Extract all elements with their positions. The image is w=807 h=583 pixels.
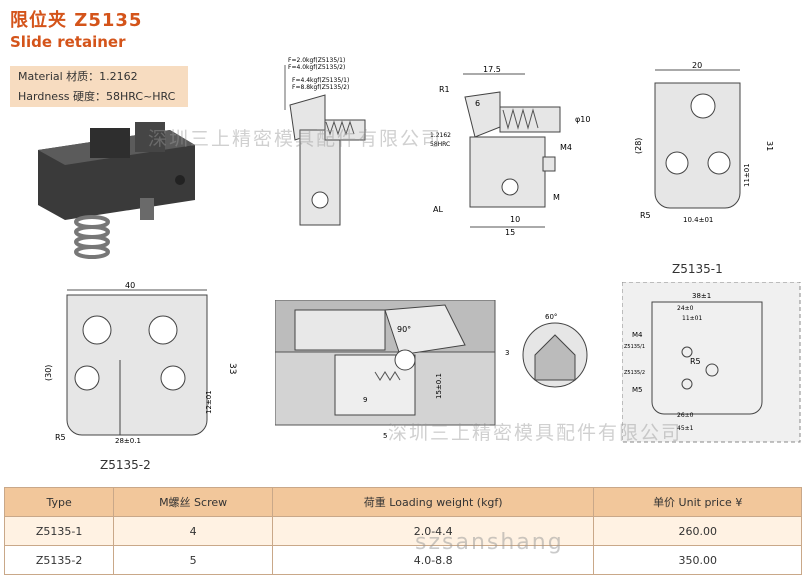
dim-m4b: M4	[632, 331, 643, 339]
dim-9: 9	[363, 396, 367, 404]
section-view-drawing: 17.5 R1 6 φ10 M4 M AL 10 15 1.2162 58HRC	[430, 65, 590, 237]
dim-12: 12±01	[205, 390, 213, 414]
product-photo	[38, 122, 195, 259]
cell-type: Z5135-1	[3, 516, 115, 546]
dim-al: AL	[433, 205, 443, 214]
dim-r5b: R5	[55, 433, 66, 442]
table-header-row: Type M螺丝 Screw 荷重 Loading weight (kgf) 单…	[3, 487, 802, 517]
note-hrc: 58HRC	[430, 141, 450, 148]
watermark-top: 深圳三上精密模具配件有限公司	[148, 128, 443, 150]
force-label-1: F=2.0kgf(Z5135/1)	[288, 57, 345, 64]
dim-11: 11±01	[743, 163, 751, 187]
cell-unit-price: 350.00	[593, 545, 802, 575]
side-view-drawing: F=2.0kgf(Z5135/1) F=4.0kgf(Z5135/2) F=4.…	[284, 57, 366, 226]
dim-11b: 11±01	[682, 315, 702, 322]
dim-28: (28)	[635, 138, 643, 154]
price-table: Type M螺丝 Screw 荷重 Loading weight (kgf) 单…	[3, 487, 802, 575]
dim-28b: 28±0.1	[115, 437, 141, 445]
table-row: Z5135-2 5 4.0-8.8 350.00	[3, 545, 802, 575]
header-unit-price: 单价 Unit price ¥	[593, 487, 802, 517]
dim-15-01: 15±0.1	[435, 373, 443, 399]
dim-15: 15	[505, 228, 515, 237]
dim-60: 60°	[545, 313, 557, 321]
note-material: 1.2162	[430, 132, 451, 139]
dim-40: 40	[125, 281, 135, 290]
dim-33: 33	[227, 363, 237, 374]
dim-3: 3	[505, 349, 509, 357]
detail-drawing: 60° 3	[505, 313, 588, 388]
dim-38: 38±1	[692, 292, 711, 300]
dim-r1: R1	[439, 85, 450, 94]
dim-45: 45±1	[677, 425, 694, 432]
product-subtitle: Slide retainer	[10, 33, 126, 51]
cell-screw: 4	[113, 516, 273, 546]
dim-26: 26±0	[677, 412, 694, 419]
dim-20: 20	[692, 61, 702, 70]
dim-17-5: 17.5	[483, 65, 501, 74]
dim-6: 6	[475, 99, 480, 108]
dim-90: 90°	[397, 325, 411, 334]
dim-m4: M4	[560, 143, 572, 152]
header-screw: M螺丝 Screw	[113, 487, 273, 517]
table-row: Z5135-1 4 2.0-4.4 260.00	[3, 516, 802, 546]
force-label-2: F=4.0kgf(Z5135/2)	[288, 64, 345, 71]
dim-31: 31	[765, 141, 774, 151]
dim-m5: M5	[632, 386, 643, 394]
mounting-layout-drawing: 38±1 24±0 11±01 M4 R5 M5 Z5135/1 Z5135/2…	[622, 282, 801, 443]
cell-screw: 5	[113, 545, 273, 575]
dim-m: M	[553, 193, 560, 202]
dim-phi10: φ10	[575, 115, 590, 124]
dim-10: 10	[510, 215, 520, 224]
watermark-url: szsanshang	[415, 530, 564, 555]
z5135-1-drawing: 20 (28) 31 11±01 10.4±01 R5	[635, 61, 774, 224]
force-label-4: F=8.8kgf(Z5135/2)	[292, 84, 349, 91]
z5135-2-drawing: 40 (30) 33 12±01 28±0.1 R5	[45, 281, 237, 445]
dim-10-4: 10.4±01	[683, 216, 713, 224]
dim-r5c: R5	[690, 357, 701, 366]
force-label-3: F=4.4kgf(Z5135/1)	[292, 77, 349, 84]
dim-30: (30)	[45, 365, 53, 381]
caption-z5135-2: Z5135-2	[100, 458, 151, 472]
cell-type: Z5135-2	[3, 545, 115, 575]
dim-z5135-1-note: Z5135/1	[624, 344, 645, 350]
cell-unit-price: 260.00	[593, 516, 802, 546]
product-title: 限位夹 Z5135	[10, 10, 143, 31]
dim-5: 5	[383, 432, 387, 440]
dim-24: 24±0	[677, 305, 694, 312]
dim-z5135-2-note: Z5135/2	[624, 370, 645, 376]
header-type: Type	[3, 487, 115, 517]
cell-loading-weight: 4.0-8.8	[271, 545, 595, 575]
dim-r5: R5	[640, 211, 651, 220]
caption-z5135-1: Z5135-1	[672, 262, 723, 276]
material-spec: Material 材质：1.2162	[10, 66, 188, 87]
header-loading-weight: 荷重 Loading weight (kgf)	[271, 487, 595, 517]
watermark-bottom: 深圳三上精密模具配件有限公司	[388, 422, 683, 444]
assembly-drawing: 90° 15±0.1 9 5	[275, 300, 496, 440]
hardness-spec: Hardness 硬度：58HRC~HRC	[10, 86, 188, 107]
